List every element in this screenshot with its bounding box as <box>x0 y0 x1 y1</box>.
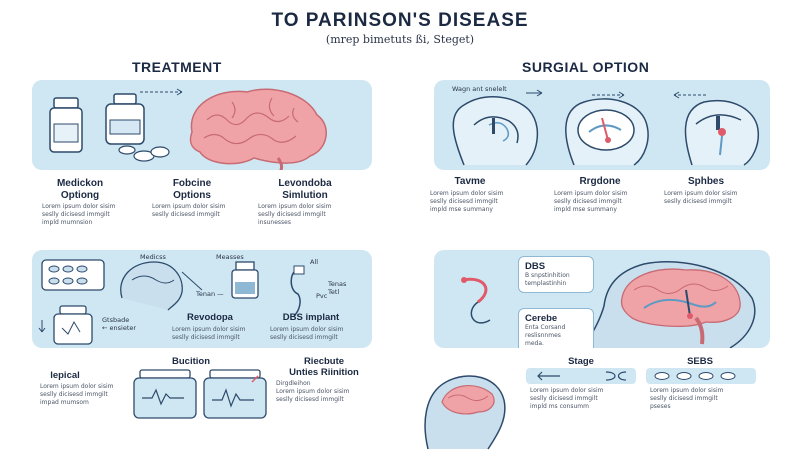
page-subtitle: (mrep bimetuts ßi, Steget) <box>325 33 475 46</box>
surgical-illustration <box>452 89 760 166</box>
treatment-panel <box>32 80 372 170</box>
surgical-col-title-1: Tavme <box>454 176 486 187</box>
lower-left-panel: Medicss Measses All Tenan — Tenas Tetl P… <box>32 250 372 348</box>
bottom-text-lepical: Lorem ipsum dolor sisim seslly dicisesd … <box>40 383 114 406</box>
surgical-heading: SURGIAL OPTION <box>522 59 650 75</box>
treatment-col-title-3: Levondoba Simlution <box>278 178 332 201</box>
dbs-implant-title: DBS implant <box>282 312 340 323</box>
cerebe-callout-title: Cerebe <box>525 313 558 324</box>
stage-arrows-icon <box>537 371 627 381</box>
dbs-callout-text: B snpstinhition templastinhin <box>525 272 570 287</box>
revodopa-title: Revodopa <box>187 312 233 323</box>
pill-bottle-icon <box>49 97 83 153</box>
page-title: TO PARINSON'S DISEASE <box>271 10 529 31</box>
sebs-pills-icon <box>654 372 736 380</box>
bottom-title-bucition: Bucition <box>172 356 210 367</box>
label-tenan: Tenan — <box>196 290 224 298</box>
label-medicas: Medicss <box>140 253 166 261</box>
treatment-heading: TREATMENT <box>132 59 222 75</box>
surgical-col-title-3: Sphbes <box>687 176 725 187</box>
surgical-col-text-2: Lorem ipsum dolor sisim seslly dicisesd … <box>554 190 628 213</box>
dbs-callout: DBS B snpstinhition templastinhin <box>518 256 594 293</box>
label-all: All <box>310 258 319 266</box>
dbs-callout-title: DBS <box>525 261 546 272</box>
cerebe-callout-text: Enta Corsand reslisnnmes meda. <box>525 324 566 347</box>
surgical-panel: Wagn ant snelelt <box>434 80 770 170</box>
head-profile-icon-2 <box>565 98 649 166</box>
lower-right-panel: DBS B snpstinhition templastinhin Cerebe… <box>434 250 770 348</box>
bottom-title-sebs: SEBS <box>687 356 713 367</box>
bottom-title-riecbute: Riecbute Unties Riinition <box>289 356 359 378</box>
treatment-col-text-1: Lorem ipsum dolor sisim seslly dicisesd … <box>42 203 116 226</box>
surgical-col-title-2: Rrgdone <box>579 176 621 187</box>
bottom-title-lepical: lepical <box>50 370 80 381</box>
probe-icon <box>290 265 305 317</box>
pill-blister-icon <box>41 259 105 291</box>
treatment-illustration <box>49 88 327 170</box>
label-measses: Measses <box>216 253 244 261</box>
monitor-bottle-icon-1 <box>133 369 197 419</box>
monitor-bottles-illustration <box>133 369 267 419</box>
surgical-col-text-3: Lorem ipsum dolor sisim seslly dicisesd … <box>664 190 738 205</box>
treatment-col-text-3: Lorem ipsum dolor sisim seslly dicisesd … <box>258 203 332 226</box>
lower-left-illustration <box>38 259 305 345</box>
stage-bar <box>526 368 636 384</box>
treatment-col-title-2: Fobcine Options <box>172 178 212 201</box>
label-tenas: Tenas Tetl <box>328 280 347 296</box>
pills-icon <box>118 145 170 162</box>
monitor-bottle-icon-2 <box>203 369 267 419</box>
head-profile-bottom-icon <box>424 375 506 450</box>
head-profile-icon-3 <box>684 99 760 166</box>
bottom-text-riecbute: Dirgdleihon Lorem ipsum dolor sisim sesl… <box>276 380 350 403</box>
bottom-title-stage: Stage <box>568 356 594 367</box>
spinal-lead-icon <box>461 277 491 324</box>
sebs-bar <box>646 368 756 384</box>
surgical-col-text-1: Lorem ipsum dolor sisim seslly dicisesd … <box>430 190 504 213</box>
brain-icon <box>189 88 327 170</box>
treatment-col-text-2: Lorem ipsum dolor sisim seslly dicisesd … <box>152 203 226 218</box>
surgical-panel-label: Wagn ant snelelt <box>452 85 507 93</box>
label-pvc: Pvc <box>316 292 328 300</box>
head-brain-large-icon <box>583 261 756 348</box>
cerebe-callout: Cerebe Enta Corsand reslisnnmes meda. <box>518 308 594 348</box>
medicine-bottle-large-icon <box>53 305 93 345</box>
medicine-bottle-icon <box>105 93 145 145</box>
head-profile-icon-1 <box>452 96 539 166</box>
dbs-implant-text: Lorem ipsum dolor sisim seslly dicisesd … <box>270 326 344 341</box>
label-gtsbade: Gtsbade ← ensieter <box>102 316 137 332</box>
bottom-text-sebs: Lorem ipsum dolor sisim seslly dicisesd … <box>650 387 724 410</box>
revodopa-text: Lorem ipsum dolor sisim seslly dicisesd … <box>172 326 246 341</box>
head-brain-icon <box>120 261 183 311</box>
vial-icon <box>231 261 259 299</box>
treatment-col-title-1: Medickon Optiong <box>56 178 104 201</box>
bottom-text-stage: Lorem ipsum dolor sisim seslly dicisesd … <box>530 387 604 410</box>
lower-right-illustration <box>461 261 756 348</box>
